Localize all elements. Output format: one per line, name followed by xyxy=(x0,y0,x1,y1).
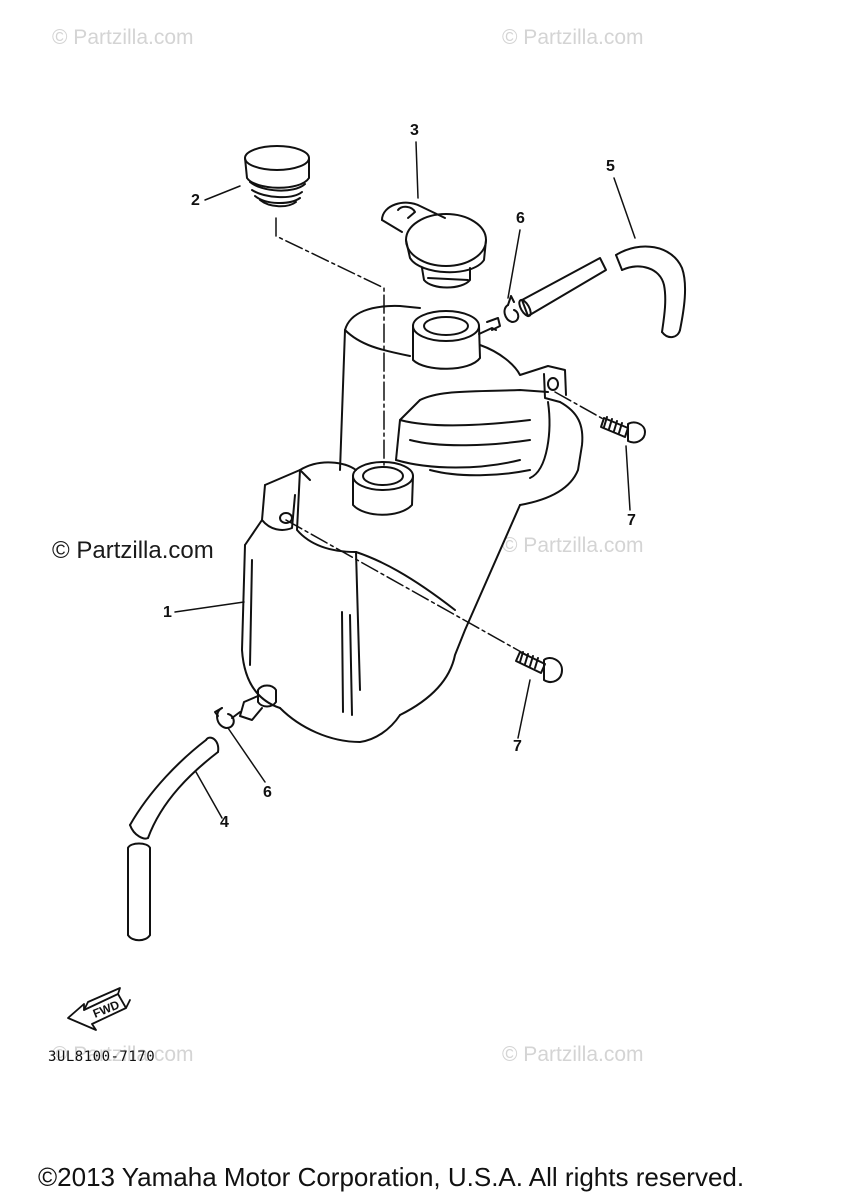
drain-hose-part xyxy=(127,736,220,942)
diagram-code: 3UL8100-7170 xyxy=(48,1049,156,1065)
copyright-footer: ©2013 Yamaha Motor Corporation, U.S.A. A… xyxy=(38,1162,745,1192)
watermark-top-left: © Partzilla.com xyxy=(52,26,194,49)
callout-4: 4 xyxy=(220,814,229,831)
hose-clip-lower-part xyxy=(214,707,235,729)
watermark-top-right: © Partzilla.com xyxy=(502,26,644,49)
callout-6-lower: 6 xyxy=(263,784,272,801)
watermark-mid-right: © Partzilla.com xyxy=(502,534,644,557)
callout-3: 3 xyxy=(410,122,419,139)
bolt-upper-part xyxy=(600,416,646,444)
bolt-lower-part xyxy=(515,651,563,683)
watermark-bottom-right: © Partzilla.com xyxy=(502,1043,644,1066)
oil-filler-cap-part xyxy=(381,201,487,289)
assembly-guide-lines xyxy=(275,217,606,658)
fwd-arrow-icon: FWD xyxy=(67,987,131,1031)
watermark-mid-left: © Partzilla.com xyxy=(52,537,214,564)
oil-tank-part xyxy=(231,304,584,743)
callout-1: 1 xyxy=(163,604,172,621)
callout-2: 2 xyxy=(191,192,200,209)
hose-clip-upper-part xyxy=(503,295,520,323)
callout-7-upper: 7 xyxy=(627,512,636,529)
breather-hose-part xyxy=(518,245,687,338)
rubber-cap-part xyxy=(244,145,310,208)
callout-7-lower: 7 xyxy=(513,738,522,755)
watermark-bottom-left: © Partzilla.com xyxy=(52,1043,194,1066)
callout-6-upper: 6 xyxy=(516,210,525,227)
callout-5: 5 xyxy=(606,158,615,175)
callout-leaders xyxy=(174,141,636,819)
